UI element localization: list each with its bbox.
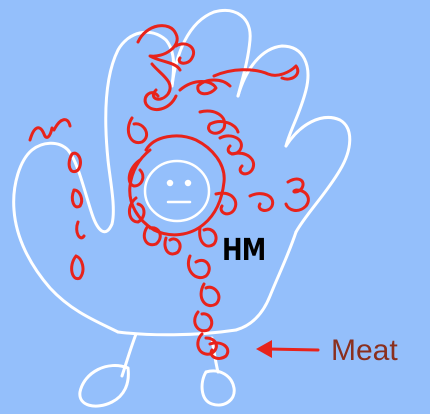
- hm-label: HM: [222, 236, 265, 266]
- left-arrow-icon: [256, 340, 318, 358]
- smiley-face-icon: [145, 161, 209, 221]
- glove-outline: [14, 10, 350, 406]
- meat-label: Meat: [331, 336, 398, 366]
